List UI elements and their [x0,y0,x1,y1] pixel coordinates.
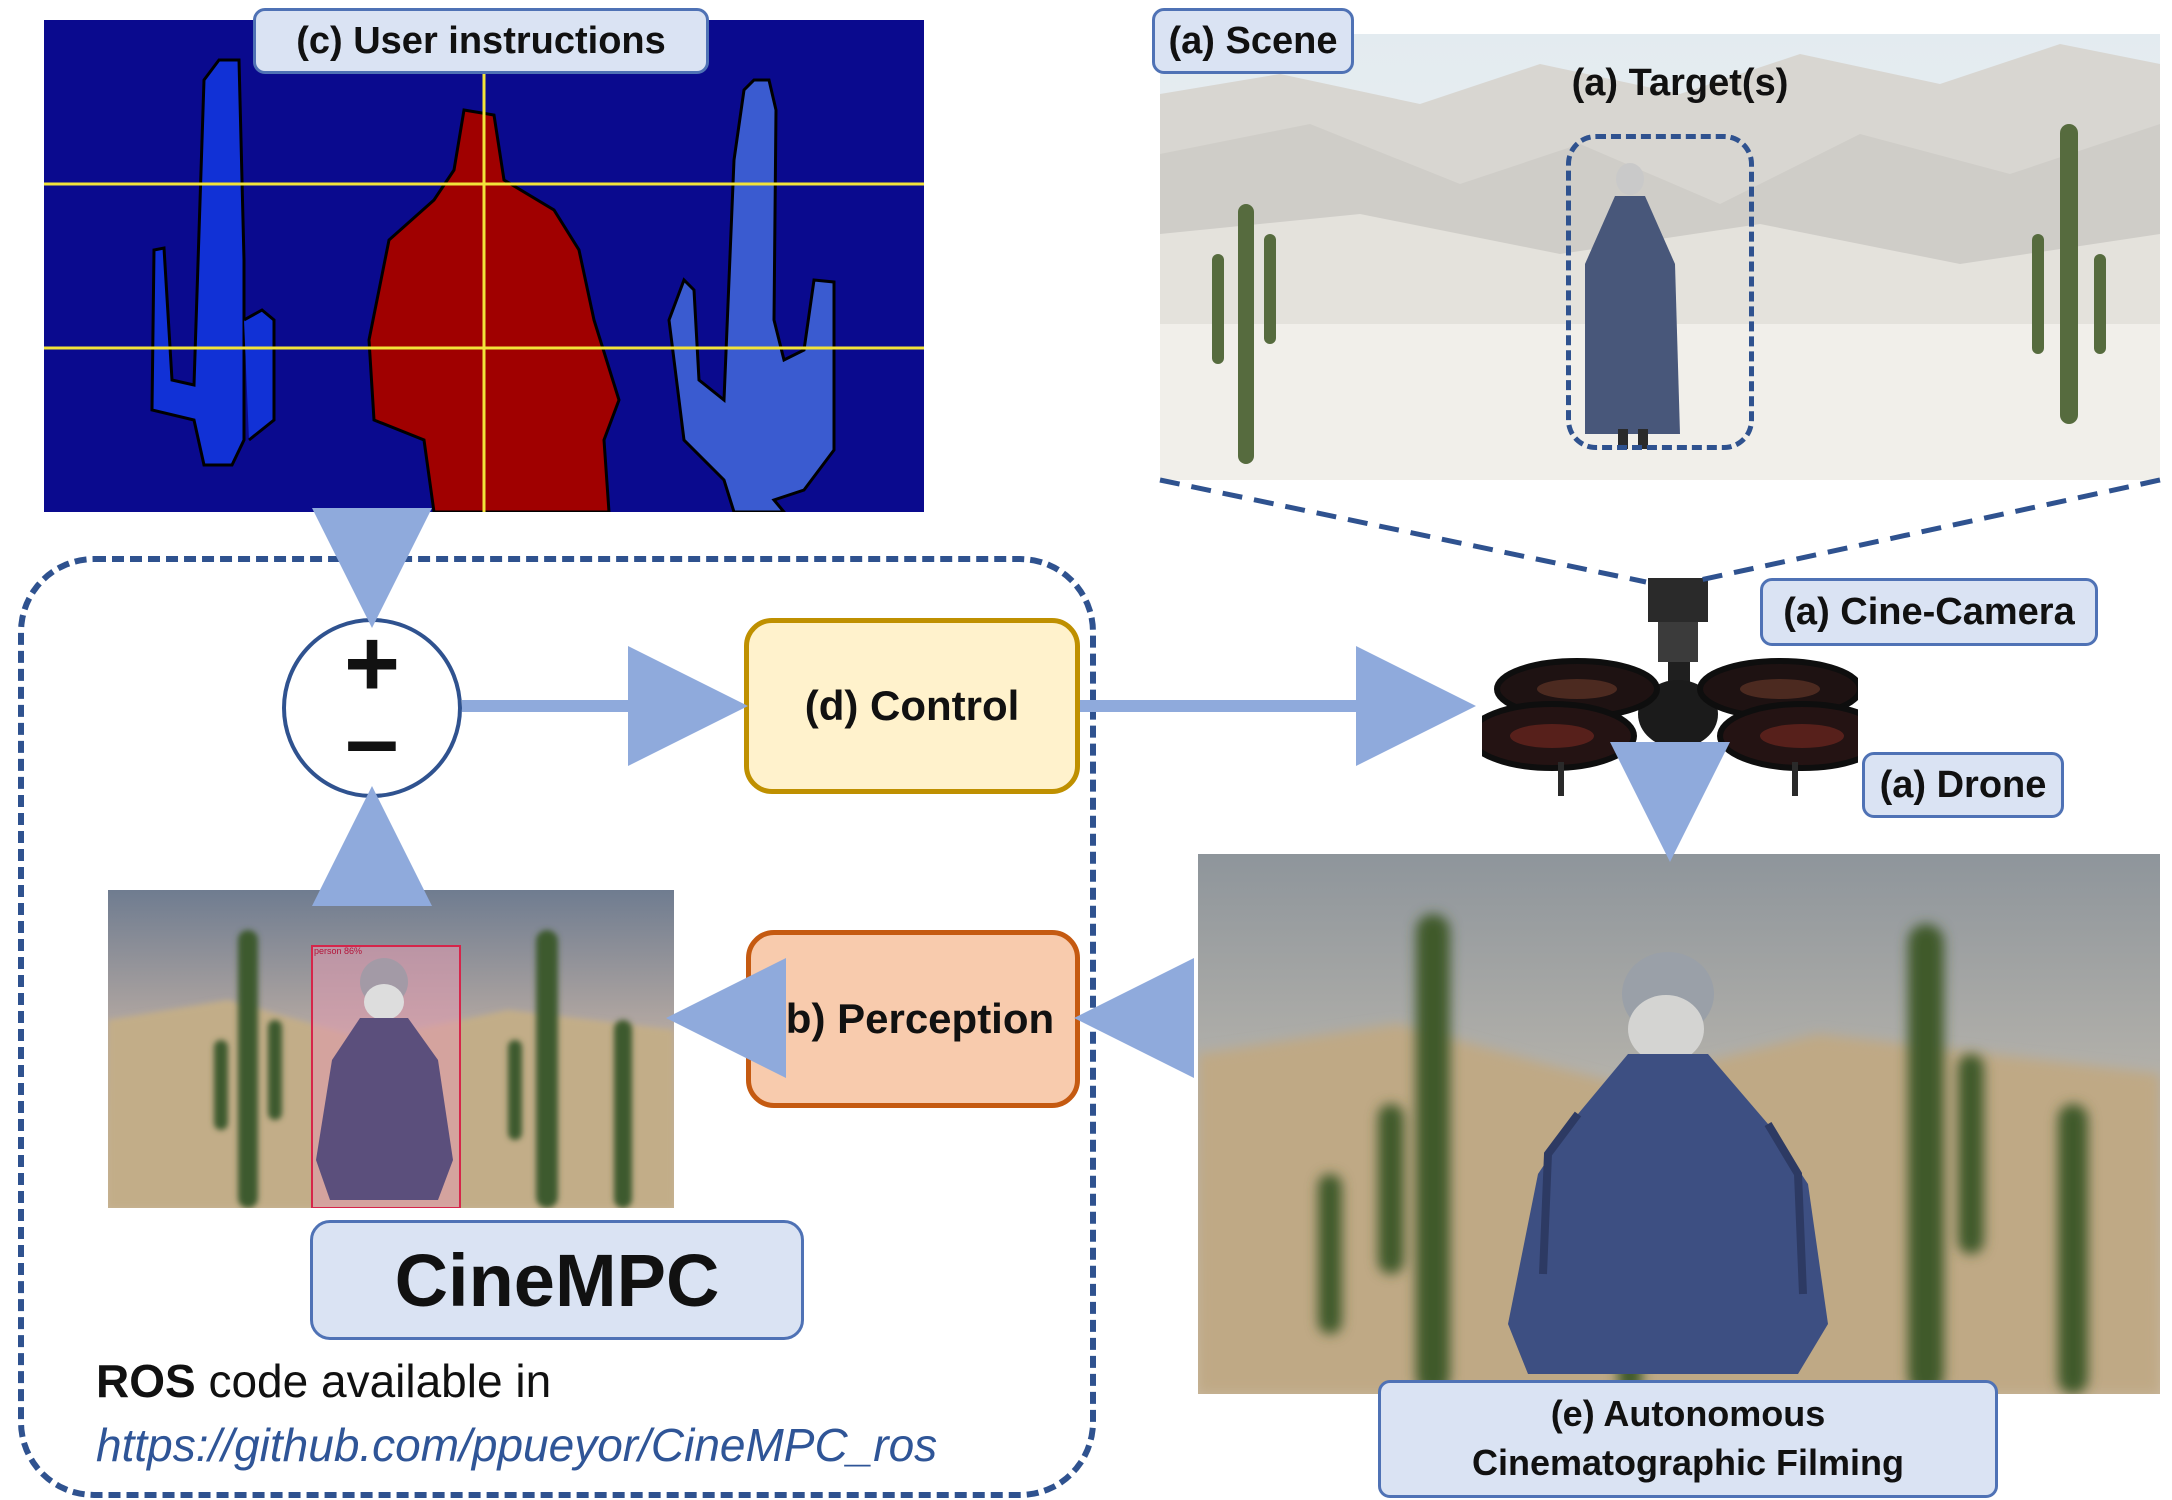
segmentation-image [44,20,924,512]
scene-label: (a) Scene [1152,8,1354,74]
scene-image [1160,34,2160,480]
filming-label-line1: (e) Autonomous [1550,1393,1826,1435]
filming-label: (e) Autonomous Cinematographic Filming [1378,1380,1998,1498]
detection-image: person 86% [108,890,674,1208]
repo-link[interactable]: https://github.com/ppueyor/CineMPC_ros [96,1419,938,1471]
ros-code-rest: code available in [195,1355,552,1407]
target-box [1566,134,1754,450]
filming-image [1198,854,2160,1394]
drone-label: (a) Drone [1862,752,2064,818]
cine-camera-label: (a) Cine-Camera [1760,578,2098,646]
ros-code-text: ROS code available in [96,1354,551,1408]
control-block: (d) Control [744,618,1080,794]
ros-label: ROS [96,1355,196,1407]
frustum-right [1699,477,2161,583]
filming-label-line2: Cinematographic Filming [1471,1442,1905,1483]
targets-label: (a) Target(s) [1571,62,1789,104]
sum-junction: + – [282,610,462,798]
cinempc-title: CineMPC [310,1220,804,1340]
minus-sign: – [345,686,399,793]
perception-block: (b) Perception [746,930,1080,1108]
drone-image [1482,574,1858,814]
frustum-left [1159,477,1647,585]
detection-tag: person 86% [314,946,363,956]
plus-sign: + [343,610,401,717]
user-instructions-label: (c) User instructions [253,8,709,74]
